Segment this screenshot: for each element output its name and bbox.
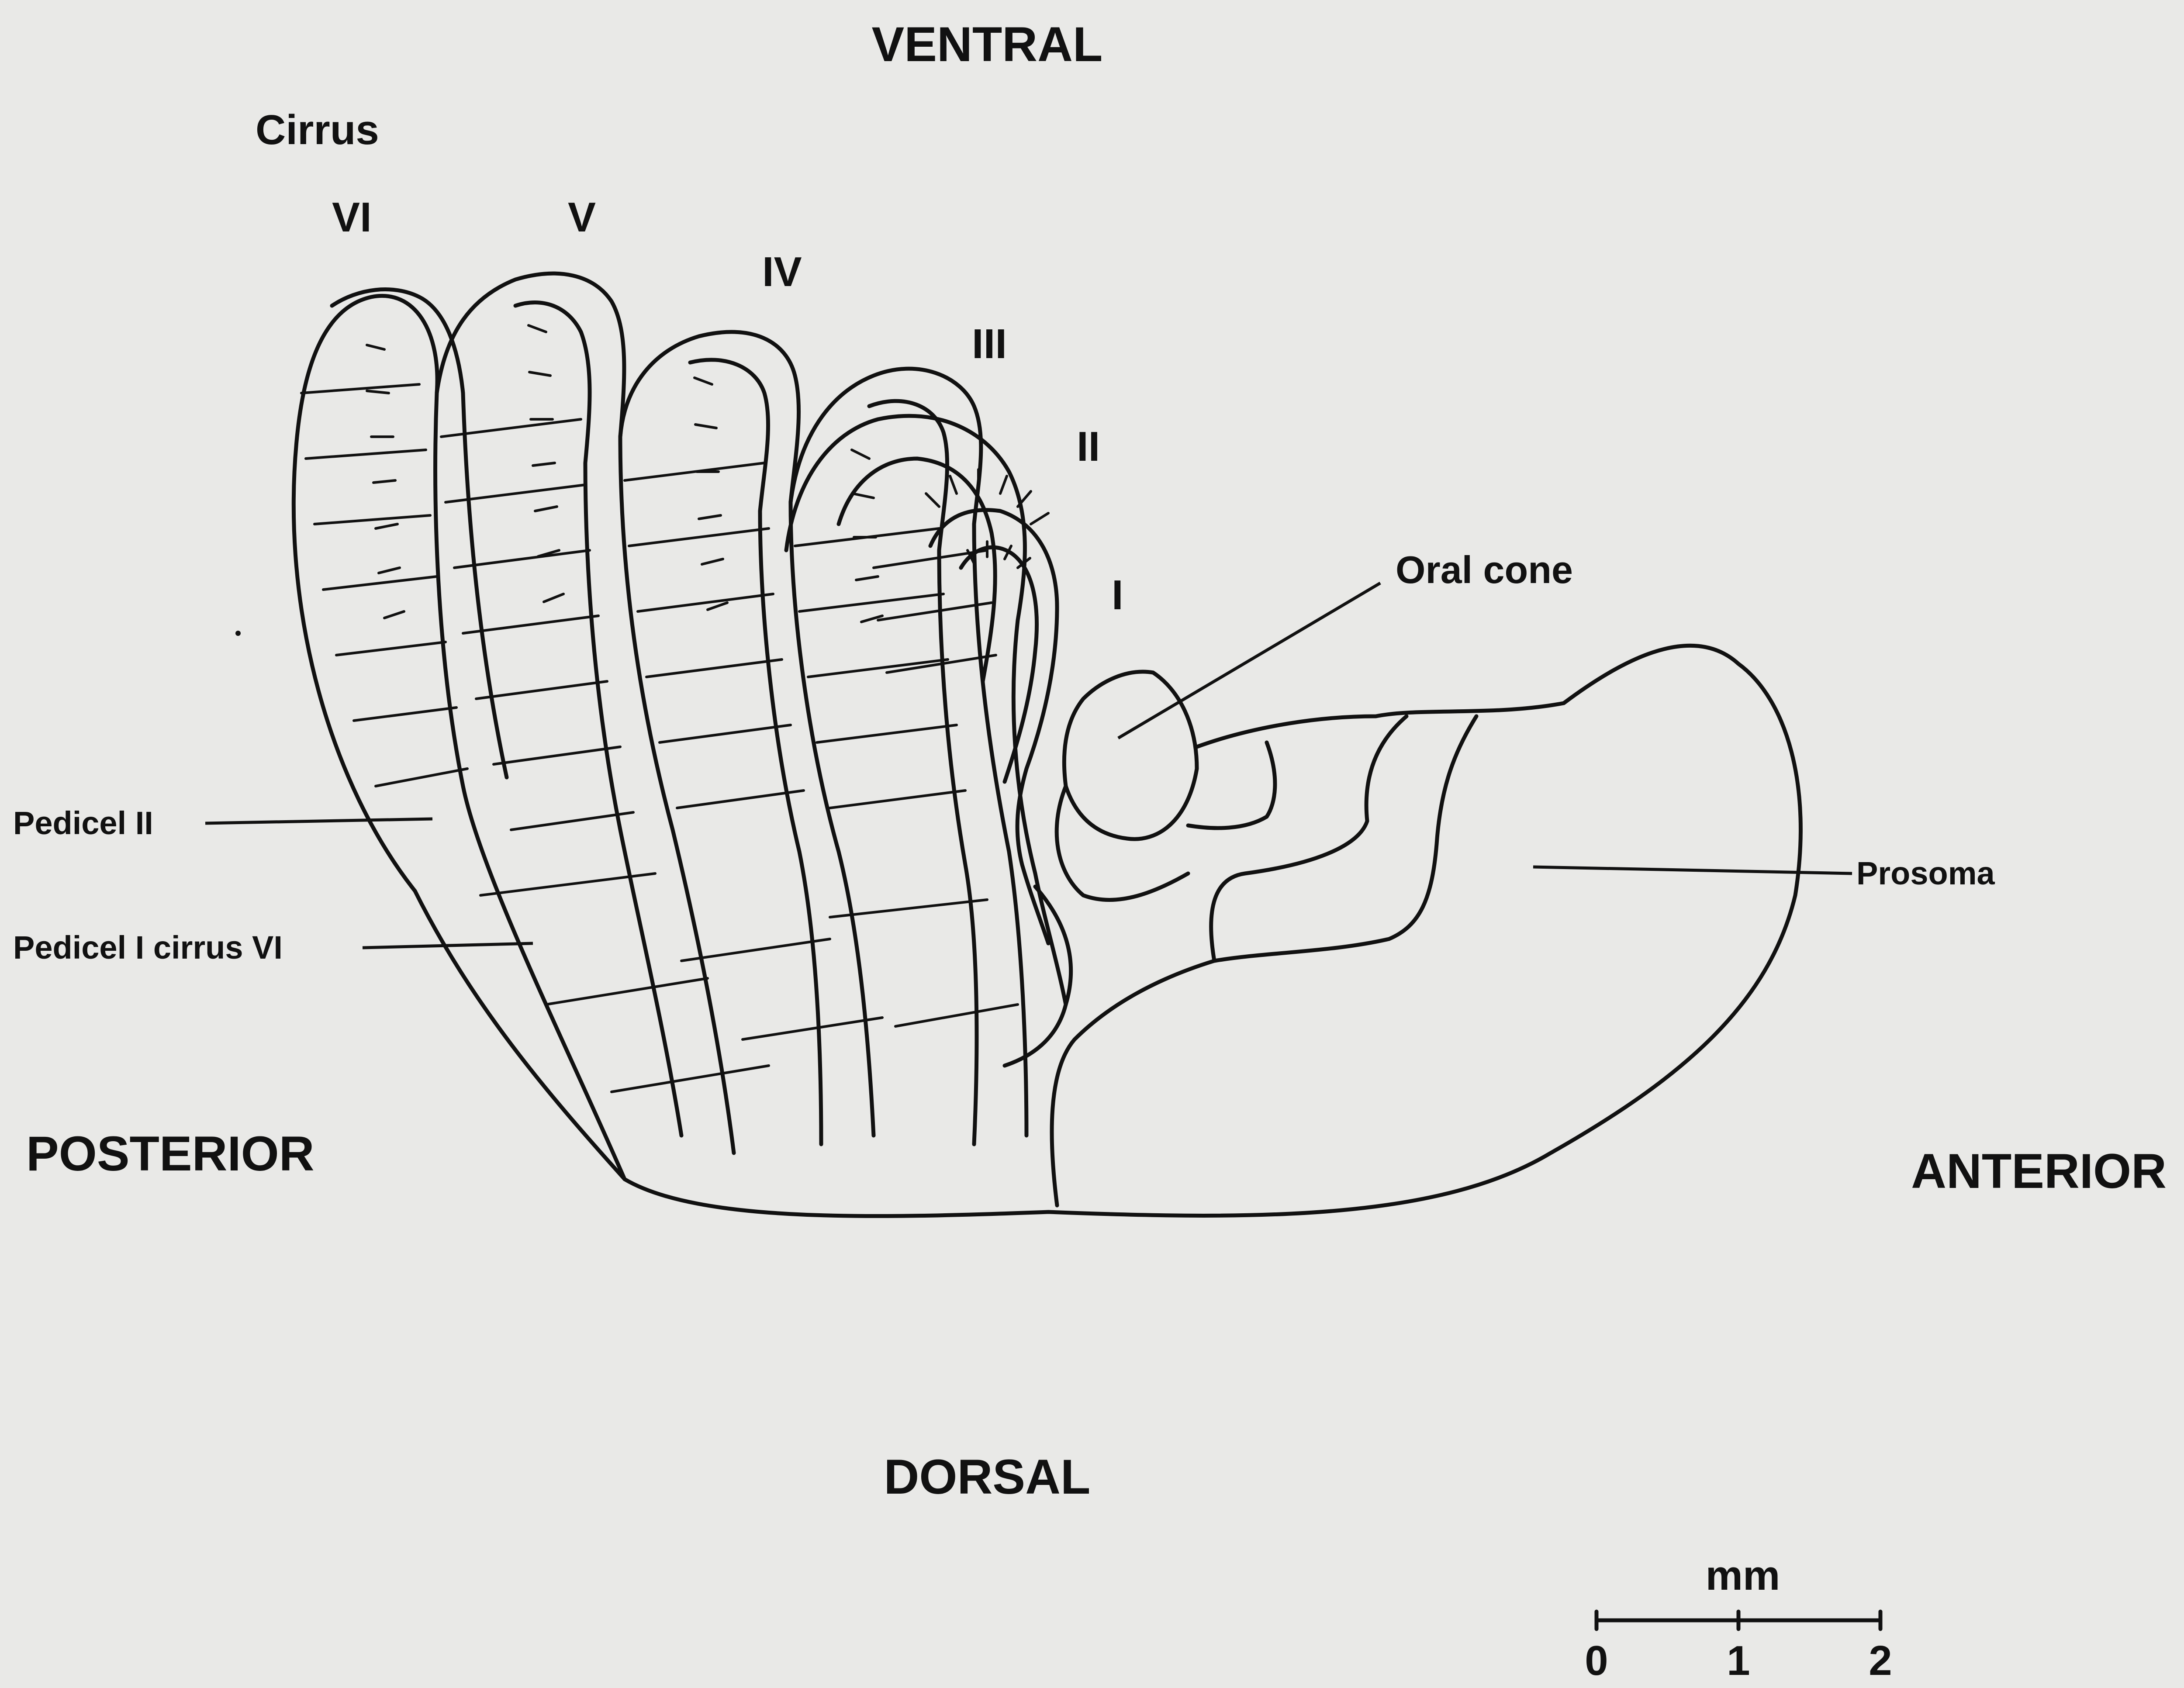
cirrus-vi-inner — [415, 891, 625, 1179]
pedicel-ii-leader — [205, 819, 432, 823]
pedicel-i-label: Pedicel I cirrus VI — [13, 929, 283, 966]
cirrus-label-ii: II — [1077, 423, 1100, 470]
scale-tick-label-1: 1 — [1727, 1637, 1750, 1684]
cirrus-iii-outer — [791, 369, 1026, 1136]
oral-cone-leader — [1118, 583, 1380, 738]
cirrus-ii-inner — [839, 459, 995, 681]
anterior-label: ANTERIOR — [1911, 1144, 2167, 1198]
scale-bar: mm 0 1 2 — [1585, 1552, 1892, 1684]
cirrus-heading: Cirrus — [256, 107, 379, 153]
scale-unit-label: mm — [1706, 1552, 1780, 1599]
cirri-segment-lines — [301, 384, 1018, 1092]
ventral-label: VENTRAL — [872, 17, 1103, 72]
prosoma-line-3 — [1052, 961, 1214, 1205]
posterior-label: POSTERIOR — [26, 1126, 314, 1181]
cirrus-v-inner — [515, 303, 681, 1136]
oral-cone-outline — [1064, 672, 1197, 839]
cirrus-vi-outer — [294, 296, 625, 1179]
cirrus-iv-inner — [690, 360, 821, 1144]
prosoma-leader — [1533, 867, 1852, 873]
cirrus-label-v: V — [568, 194, 596, 241]
cirrus-label-vi: VI — [332, 194, 372, 241]
prosoma-line-2 — [1211, 716, 1406, 961]
oral-cone-label: Oral cone — [1396, 548, 1573, 591]
cirrus-i-inner — [961, 547, 1037, 782]
cirrus-label-i: I — [1112, 572, 1123, 618]
prosoma-line-4 — [1188, 742, 1275, 828]
cirrus-label-iii: III — [972, 321, 1007, 367]
dorsal-label: DORSAL — [884, 1450, 1091, 1504]
pedicel-ii-label: Pedicel II — [13, 805, 153, 841]
scale-tick-label-2: 2 — [1869, 1637, 1892, 1684]
oral-cone-base — [1057, 786, 1188, 900]
prosoma-label: Prosoma — [1856, 855, 1995, 891]
cirrus-vi-edge — [332, 290, 507, 777]
pedicel-i-leader — [363, 943, 533, 948]
scale-tick-label-0: 0 — [1585, 1637, 1608, 1684]
cirrus-label-iv: IV — [762, 249, 802, 295]
cirrus-v-outer — [437, 273, 734, 1153]
ink-speck — [235, 631, 241, 636]
prosoma-line-1 — [1214, 716, 1476, 961]
